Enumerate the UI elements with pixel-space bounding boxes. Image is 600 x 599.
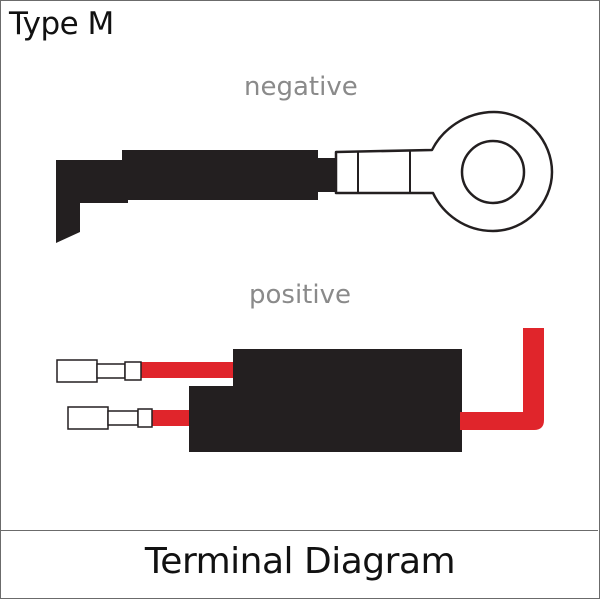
positive-terminal	[56, 328, 544, 452]
lower-spade-crimp	[107, 410, 139, 426]
fuse-holder-ledge	[189, 386, 237, 394]
upper-red-wire	[140, 362, 236, 378]
upper-spade-crimp	[96, 363, 126, 379]
upper-spade-body	[56, 359, 98, 383]
lower-red-wire	[152, 410, 192, 426]
negative-terminal	[56, 110, 554, 243]
upper-spade-sleeve	[124, 361, 142, 381]
negative-heat-shrink-step	[316, 158, 338, 192]
positive-label: positive	[249, 280, 351, 310]
ring-terminal-hole	[460, 139, 526, 205]
diagram-caption: Terminal Diagram	[144, 541, 456, 582]
type-title: Type M	[9, 6, 114, 42]
lower-spade-body	[67, 406, 109, 430]
output-red-wire	[460, 328, 544, 430]
terminal-diagram	[56, 110, 554, 452]
negative-heat-shrink	[122, 150, 318, 200]
fuse-holder-lower	[189, 390, 462, 452]
negative-cable-bend	[56, 160, 128, 243]
caption-divider	[0, 530, 598, 531]
lower-spade-sleeve	[137, 408, 153, 428]
negative-label: negative	[244, 72, 358, 102]
